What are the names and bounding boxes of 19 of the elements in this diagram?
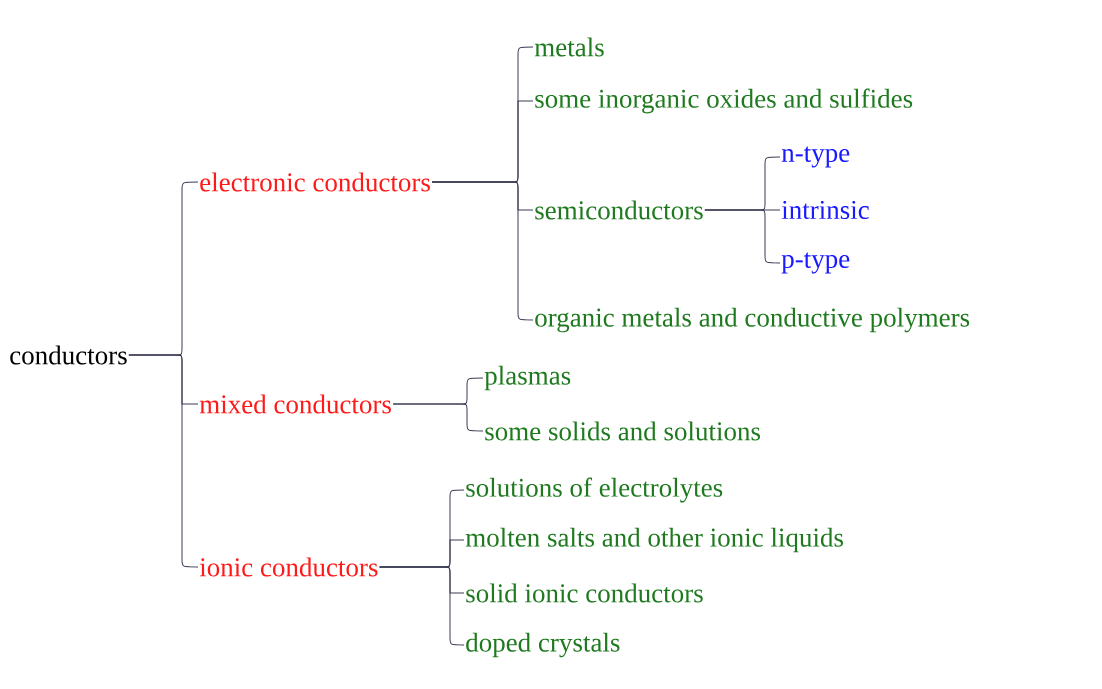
label-text: electronic conductors <box>200 172 430 192</box>
brace <box>392 403 484 432</box>
label-text: metals <box>534 37 604 57</box>
label-text: semiconductors <box>535 200 703 220</box>
label-text: conductors <box>10 345 127 365</box>
label-text: ionic conductors <box>199 557 378 577</box>
label-text: solutions of electrolytes <box>466 477 723 503</box>
label-text: solid ionic conductors <box>466 583 703 603</box>
label-text: plasmas <box>484 365 571 391</box>
brace <box>128 354 199 568</box>
label-text: organic metals and conductive polymers <box>535 307 970 333</box>
label-text: p-type <box>781 252 850 274</box>
label-text: some solids and solutions <box>485 421 760 441</box>
label-text: molten salts and other ionic liquids <box>465 527 843 553</box>
label-text: n-type <box>781 146 850 168</box>
label-text: doped crystals <box>466 632 620 658</box>
label-text: mixed conductors <box>199 394 391 414</box>
label-text: some inorganic oxides and sulfides <box>535 88 913 114</box>
label-text: intrinsic <box>781 200 869 220</box>
